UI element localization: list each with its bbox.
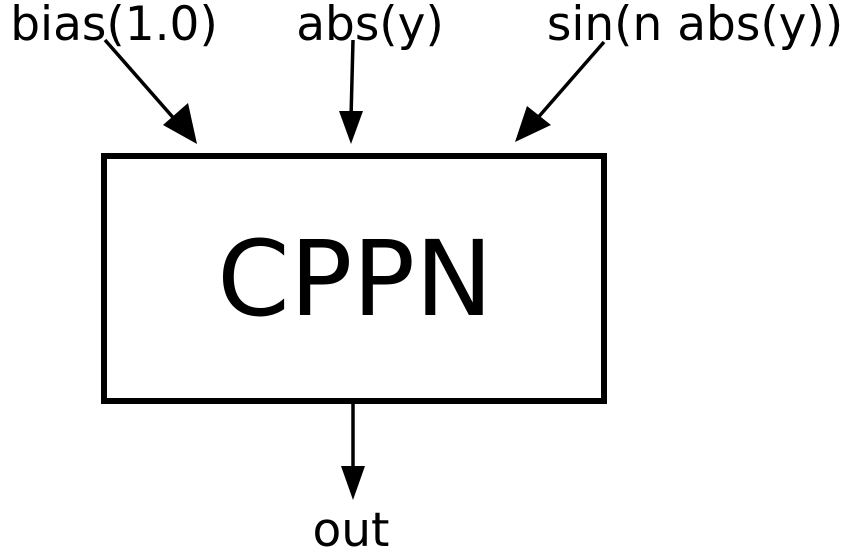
edge-bias-to-cppn: [103, 38, 197, 144]
input-label-sin-n-abs-y: sin(n abs(y)): [547, 0, 843, 52]
input-label-abs-y: abs(y): [296, 0, 444, 52]
edge-cppn-to-out: [341, 404, 365, 500]
arrowhead-icon: [341, 466, 365, 500]
edge-line: [533, 40, 606, 123]
node-box: [101, 153, 607, 404]
edge-line: [349, 39, 355, 119]
edge-line: [103, 38, 179, 124]
node-label: CPPN: [217, 218, 493, 340]
edge-sin-to-cppn: [515, 40, 606, 142]
arrowhead-icon: [163, 103, 197, 144]
arrowhead-icon: [339, 111, 363, 144]
input-label-bias: bias(1.0): [10, 0, 218, 52]
arrowhead-icon: [515, 106, 551, 142]
output-label: out: [313, 503, 390, 548]
cppn-node: CPPN: [101, 153, 607, 404]
edge-abs-y-to-cppn: [339, 39, 363, 144]
